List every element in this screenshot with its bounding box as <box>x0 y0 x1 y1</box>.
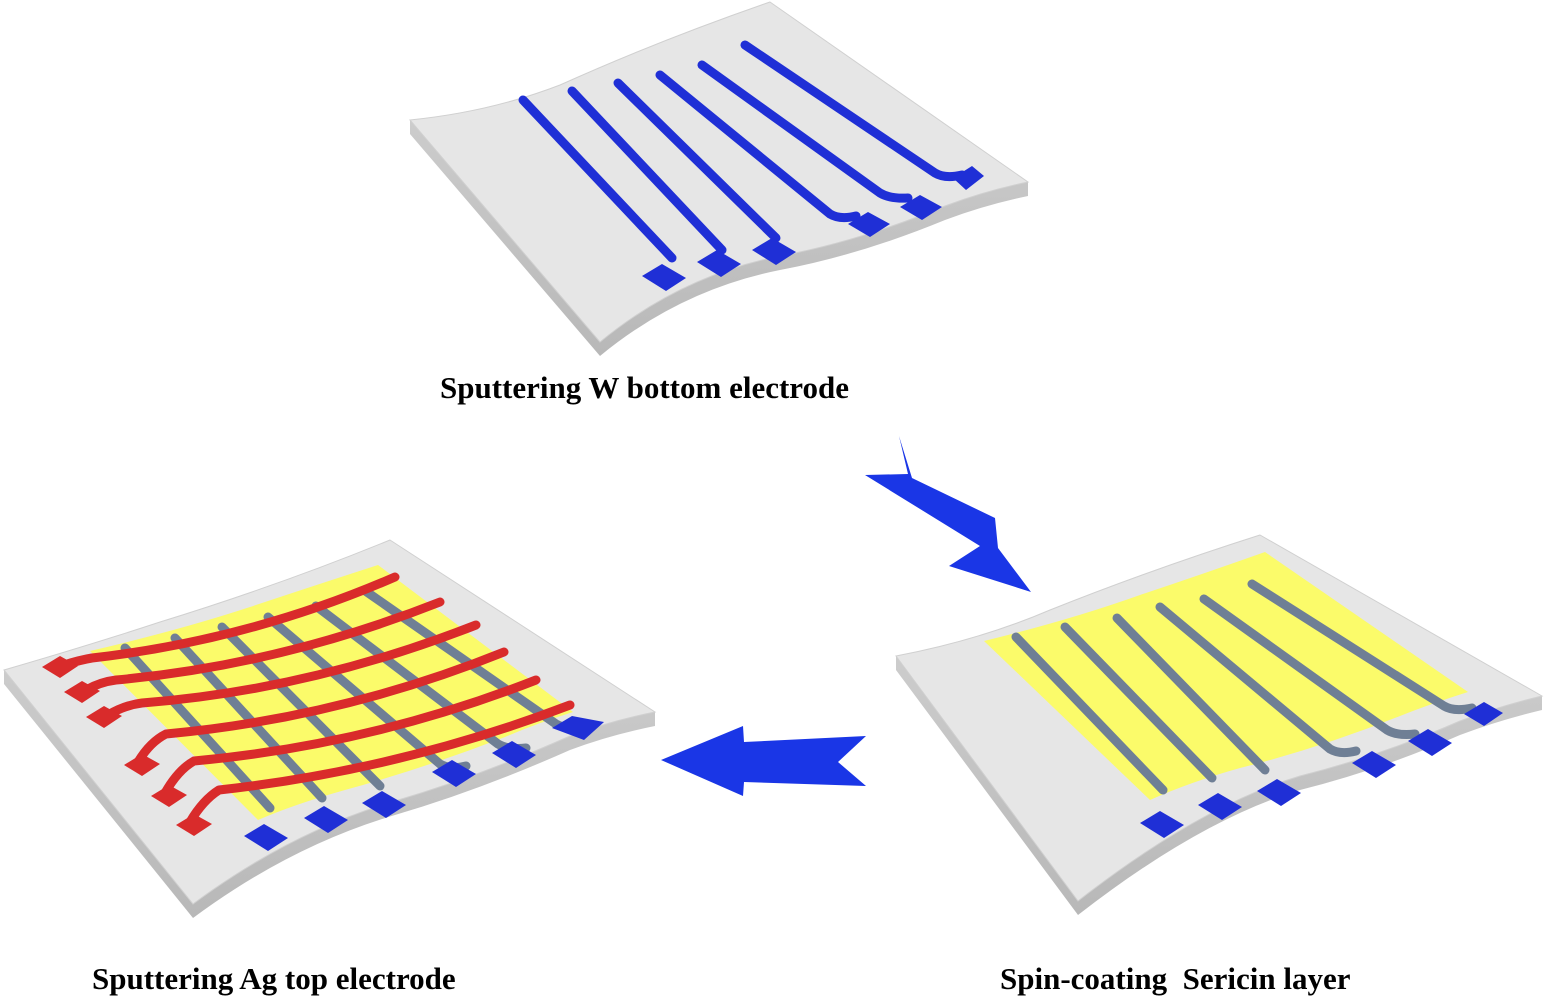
w-contact-pad <box>432 760 476 787</box>
step2-device <box>895 534 1544 915</box>
ag-contact-pad <box>42 656 78 678</box>
ag-contact-pad <box>64 681 100 703</box>
w-electrode-line <box>1011 632 1168 795</box>
ag-electrode-line <box>103 620 481 720</box>
w-electrode-line <box>1247 579 1477 715</box>
w-electrode-line <box>518 95 677 263</box>
step1-device <box>408 1 1030 356</box>
w-contact-pads <box>244 716 604 851</box>
w-electrode-line <box>1199 594 1420 739</box>
w-contact-pad <box>953 166 984 190</box>
w-electrode-line <box>1112 613 1270 775</box>
w-electrode-line <box>613 78 781 243</box>
w-contact-pad <box>1408 729 1452 756</box>
w-contact-pad <box>642 264 686 291</box>
w-bottom-electrodes <box>518 40 967 263</box>
w-contact-pads <box>1140 702 1503 838</box>
sericin-layer <box>984 552 1468 800</box>
w-contact-pad <box>362 791 406 818</box>
step3-caption: Sputtering Ag top electrode <box>92 961 456 996</box>
w-contact-pad <box>492 741 536 768</box>
w-electrode-line <box>217 622 385 791</box>
w-contact-pad <box>900 195 942 220</box>
w-contact-pad <box>244 824 288 851</box>
process-arrow-icon <box>865 436 1031 592</box>
ag-contact-pad <box>176 814 212 836</box>
w-contact-pad <box>552 716 604 740</box>
ag-contact-pads <box>42 656 212 836</box>
w-electrode-line <box>1155 602 1361 758</box>
ag-electrode-line <box>81 597 445 695</box>
w-contact-pad <box>1140 811 1184 838</box>
w-electrode-line <box>1060 622 1217 783</box>
w-bottom-electrodes-covered <box>1011 579 1477 795</box>
w-contact-pads <box>642 166 984 291</box>
ag-contact-pad <box>86 706 122 728</box>
w-contact-pad <box>1464 702 1503 726</box>
ag-contact-pad <box>124 754 160 776</box>
step1-caption: Sputtering W bottom electrode <box>440 370 849 405</box>
w-contact-pad <box>697 250 741 277</box>
ag-electrode-line <box>185 700 575 827</box>
w-contact-pad <box>848 212 890 237</box>
w-electrode-line <box>697 60 913 203</box>
w-electrode-line <box>567 86 727 255</box>
w-contact-pad <box>1352 751 1396 778</box>
w-contact-pad <box>304 806 348 833</box>
ag-electrode-line <box>59 572 400 670</box>
w-contact-pad <box>1198 793 1242 820</box>
process-arrow-icon <box>661 726 866 796</box>
ag-electrode-line <box>133 647 509 767</box>
ag-electrode-line <box>160 675 541 798</box>
w-contact-pad <box>752 238 796 265</box>
step2-caption: Spin-coating Sericin layer <box>1000 961 1351 996</box>
w-electrode-line <box>655 70 861 223</box>
step3-device <box>3 539 657 918</box>
ag-top-electrodes <box>59 572 575 827</box>
ag-contact-pad <box>151 785 187 807</box>
w-contact-pad <box>1257 779 1301 806</box>
